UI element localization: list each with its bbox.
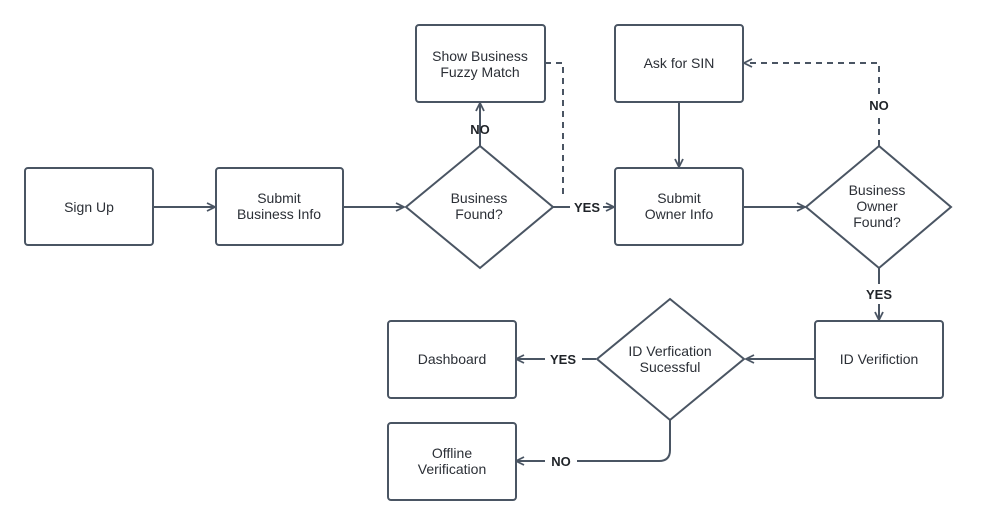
node-business-found-decision: Business Found? [404,144,555,270]
node-owner-found-line-2: Owner [856,198,898,214]
node-offline-verification-line-2: Verification [418,461,486,477]
edge-label-id-success-no: NO [551,454,571,469]
connector-fuzzy-match-dashed [545,62,564,198]
node-fuzzy-match-line-1: Show Business [432,48,528,64]
node-id-verifiction-label: ID Verifiction [840,351,919,367]
node-offline-verification-line-1: Offline [432,445,472,461]
node-owner-found-line-1: Business [849,182,906,198]
node-dashboard: Dashboard [387,320,517,399]
node-submit-owner-info-line-2: Owner Info [645,206,714,222]
node-submit-business-info: Submit Business Info [215,167,344,246]
node-fuzzy-match-line-2: Fuzzy Match [440,64,519,80]
node-submit-owner-info: Submit Owner Info [614,167,744,246]
node-submit-business-info-line-1: Submit [257,190,301,206]
node-id-success-line-1: ID Verfication [628,343,711,359]
edge-label-owner-found-no: NO [869,98,889,113]
node-business-found-line-1: Business [451,190,508,206]
node-show-business-fuzzy-match: Show Business Fuzzy Match [415,24,546,103]
edge-label-owner-found-yes: YES [866,287,892,302]
node-submit-business-info-line-2: Business Info [237,206,321,222]
node-owner-found-line-3: Found? [853,214,901,230]
connectors [153,63,879,461]
node-submit-owner-info-line-1: Submit [657,190,701,206]
node-id-verifiction: ID Verifiction [814,320,944,399]
node-dashboard-label: Dashboard [418,351,487,367]
node-business-owner-found-decision: Business Owner Found? [804,144,953,270]
edge-label-business-found-yes: YES [574,200,600,215]
node-business-found-line-2: Found? [455,206,503,222]
node-id-success-line-2: Sucessful [640,359,701,375]
node-ask-for-sin: Ask for SIN [614,24,744,103]
node-sign-up: Sign Up [24,167,154,246]
edge-label-business-found-no: NO [470,122,490,137]
node-offline-verification: Offline Verification [387,422,517,501]
connector-id-success-no-a [577,420,671,462]
node-id-verfication-sucessful-decision: ID Verfication Sucessful [595,297,746,422]
node-sign-up-label: Sign Up [64,199,114,215]
edge-label-id-success-yes: YES [550,352,576,367]
node-ask-for-sin-label: Ask for SIN [644,55,715,71]
connector-owner-found-no-a [744,63,880,94]
